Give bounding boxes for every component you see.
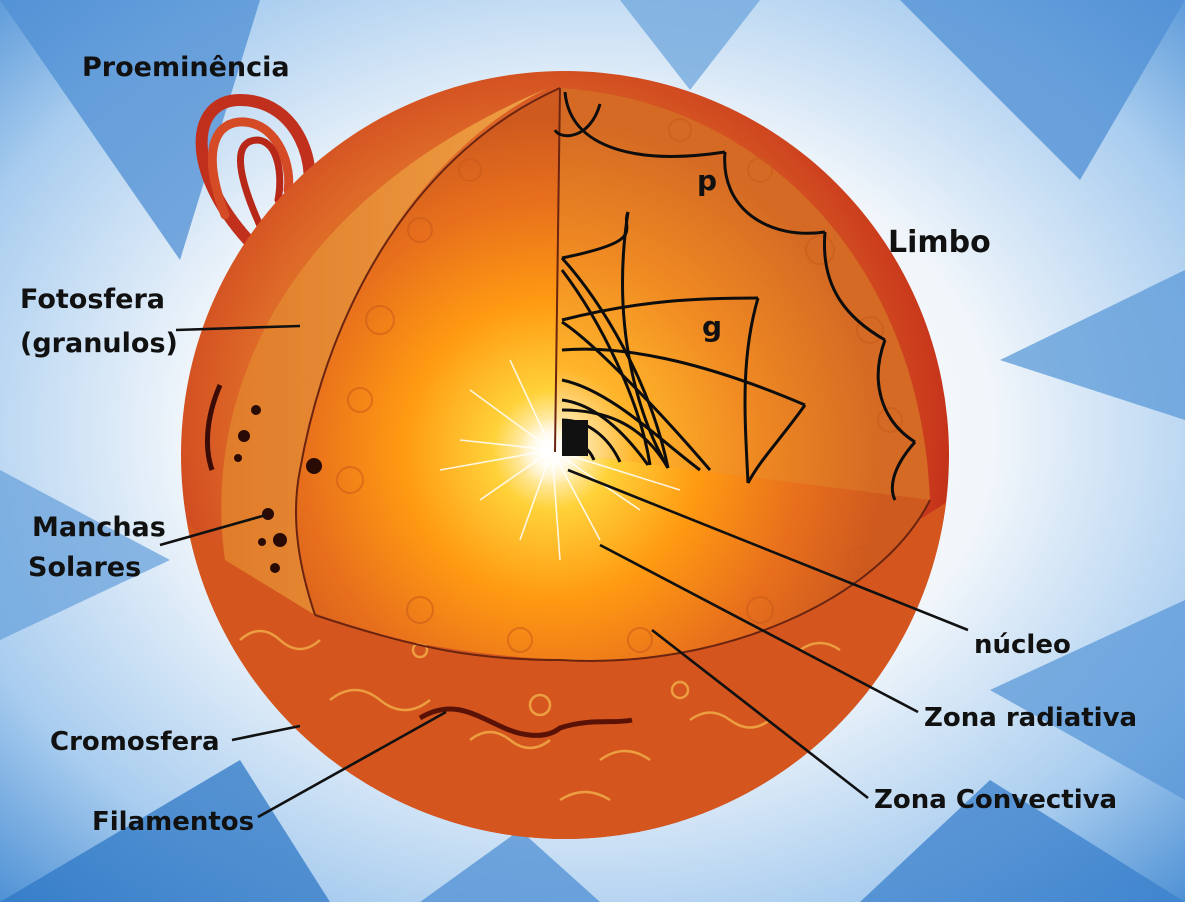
label-zona-radiativa: Zona radiativa: [924, 703, 1137, 733]
label-nucleo: núcleo: [974, 630, 1071, 660]
label-mode-g: g: [702, 310, 722, 343]
label-granulos: (granulos): [20, 328, 178, 359]
label-filamentos: Filamentos: [92, 807, 254, 837]
label-cromosfera: Cromosfera: [50, 727, 220, 757]
label-proeminencia: Proeminência: [82, 52, 290, 83]
label-manchas: Manchas: [32, 512, 166, 543]
label-limbo: Limbo: [888, 225, 991, 260]
label-zona-convectiva: Zona Convectiva: [874, 785, 1117, 815]
label-mode-p: p: [697, 164, 717, 197]
label-fotosfera: Fotosfera: [20, 284, 165, 315]
g-mode-core-block: [562, 420, 588, 456]
label-solares: Solares: [28, 552, 141, 583]
